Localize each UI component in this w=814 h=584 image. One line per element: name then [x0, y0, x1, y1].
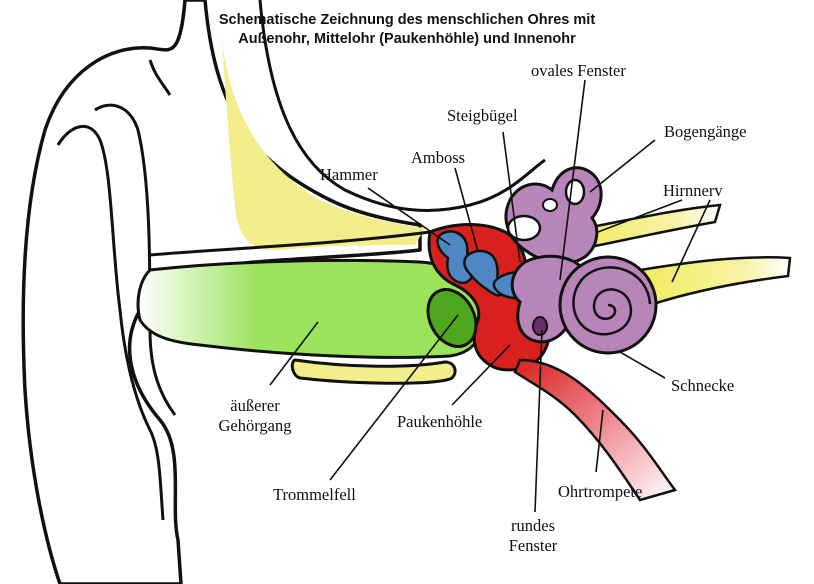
label-hirnnerv: Hirnnerv — [663, 181, 723, 200]
canal-loop-1 — [506, 214, 542, 242]
label-steigbuegel: Steigbügel — [447, 106, 518, 125]
label-bogengaenge: Bogengänge — [664, 122, 747, 141]
ear-canal — [136, 258, 485, 359]
title-line-2: Außenohr, Mittelohr (Paukenhöhle) und In… — [238, 31, 576, 47]
label-rundes-line1: rundes — [511, 516, 555, 535]
auricle — [21, 0, 422, 584]
canal-wall-upper — [149, 230, 431, 257]
temporal-bone-upper — [222, 40, 425, 251]
label-paukenhoehle: Paukenhöhle — [397, 412, 483, 431]
title-line-1: Schematische Zeichnung des menschlichen … — [218, 12, 596, 28]
label-schnecke: Schnecke — [671, 376, 735, 395]
eardrum — [426, 288, 478, 348]
temporal-bone-lower — [290, 358, 457, 385]
antihelix-fold — [94, 103, 177, 416]
label-aeusserer-line1: äußerer — [230, 396, 280, 415]
canal-loop-2 — [564, 178, 586, 206]
label-aeusserer-line2: Gehörgang — [218, 416, 292, 435]
canal-loop-3 — [542, 198, 558, 212]
nerve-lower — [638, 256, 792, 307]
label-ovales-fenster: ovales Fenster — [531, 61, 626, 80]
label-hammer: Hammer — [320, 165, 378, 184]
skull-contour — [258, 0, 546, 212]
helix-rim — [148, 59, 172, 96]
eustachian-tube — [513, 358, 678, 502]
pointer-lines — [269, 79, 711, 513]
label-rundes-line2: Fenster — [508, 536, 558, 555]
concha-fold — [56, 124, 165, 521]
label-amboss: Amboss — [411, 148, 466, 167]
hammer-bone — [436, 230, 474, 285]
label-ohrtrompete: Ohrtrompete — [558, 482, 643, 501]
nerve-upper — [573, 203, 722, 250]
cochlea-spiral — [572, 266, 652, 336]
round-window — [532, 316, 548, 336]
label-trommelfell: Trommelfell — [273, 485, 356, 504]
